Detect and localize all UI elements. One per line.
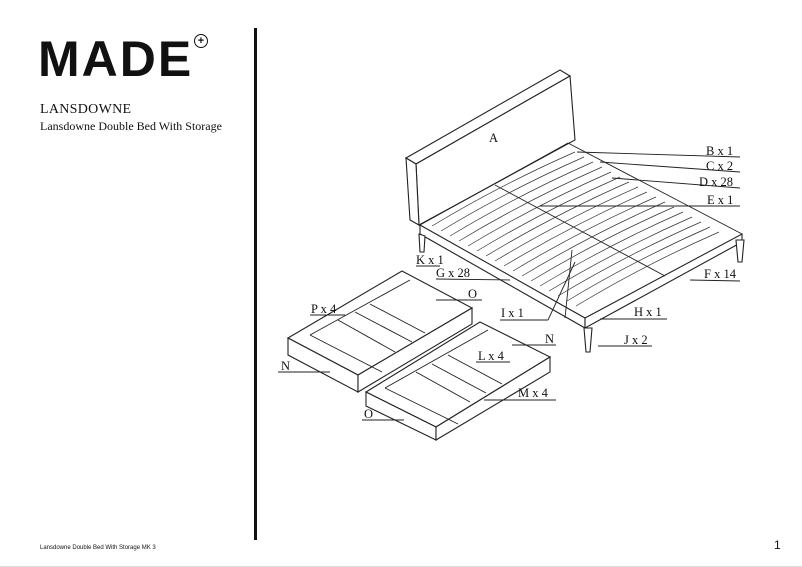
drawer-upper	[286, 270, 474, 393]
page-number: 1	[774, 538, 781, 552]
slats	[431, 151, 720, 307]
part-label-o-upper: O	[468, 287, 477, 301]
part-label-f: F x 14	[704, 267, 737, 281]
part-label-a: A	[489, 131, 498, 145]
part-label-i: I x 1	[501, 306, 524, 320]
part-label-m: M x 4	[518, 386, 549, 400]
bed-frame	[418, 142, 745, 353]
part-label-d: D x 28	[699, 175, 733, 189]
part-label-j: J x 2	[624, 333, 648, 347]
product-description: Lansdowne Double Bed With Storage	[40, 119, 222, 133]
headboard	[404, 69, 576, 226]
part-label-p: P x 4	[311, 302, 337, 316]
part-label-k: K x 1	[416, 253, 444, 267]
part-label-n-lower: N	[545, 332, 554, 346]
part-label-o-lower: O	[364, 407, 373, 421]
leader-lines	[278, 151, 741, 421]
made-logo: MADE	[38, 31, 194, 87]
part-label-b: B x 1	[706, 144, 733, 158]
footer-text: Lansdowne Double Bed With Storage MK 3	[40, 545, 156, 551]
drawer-lower	[364, 321, 552, 441]
part-label-e: E x 1	[707, 193, 733, 207]
part-label-n-upper: N	[281, 359, 290, 373]
plus-icon: +	[194, 34, 208, 48]
part-label-c: C x 2	[706, 159, 733, 173]
vertical-divider	[254, 28, 257, 540]
part-label-g: G x 28	[436, 266, 470, 280]
part-label-h: H x 1	[634, 305, 662, 319]
part-label-l: L x 4	[478, 349, 505, 363]
product-name: LANSDOWNE	[40, 102, 132, 117]
